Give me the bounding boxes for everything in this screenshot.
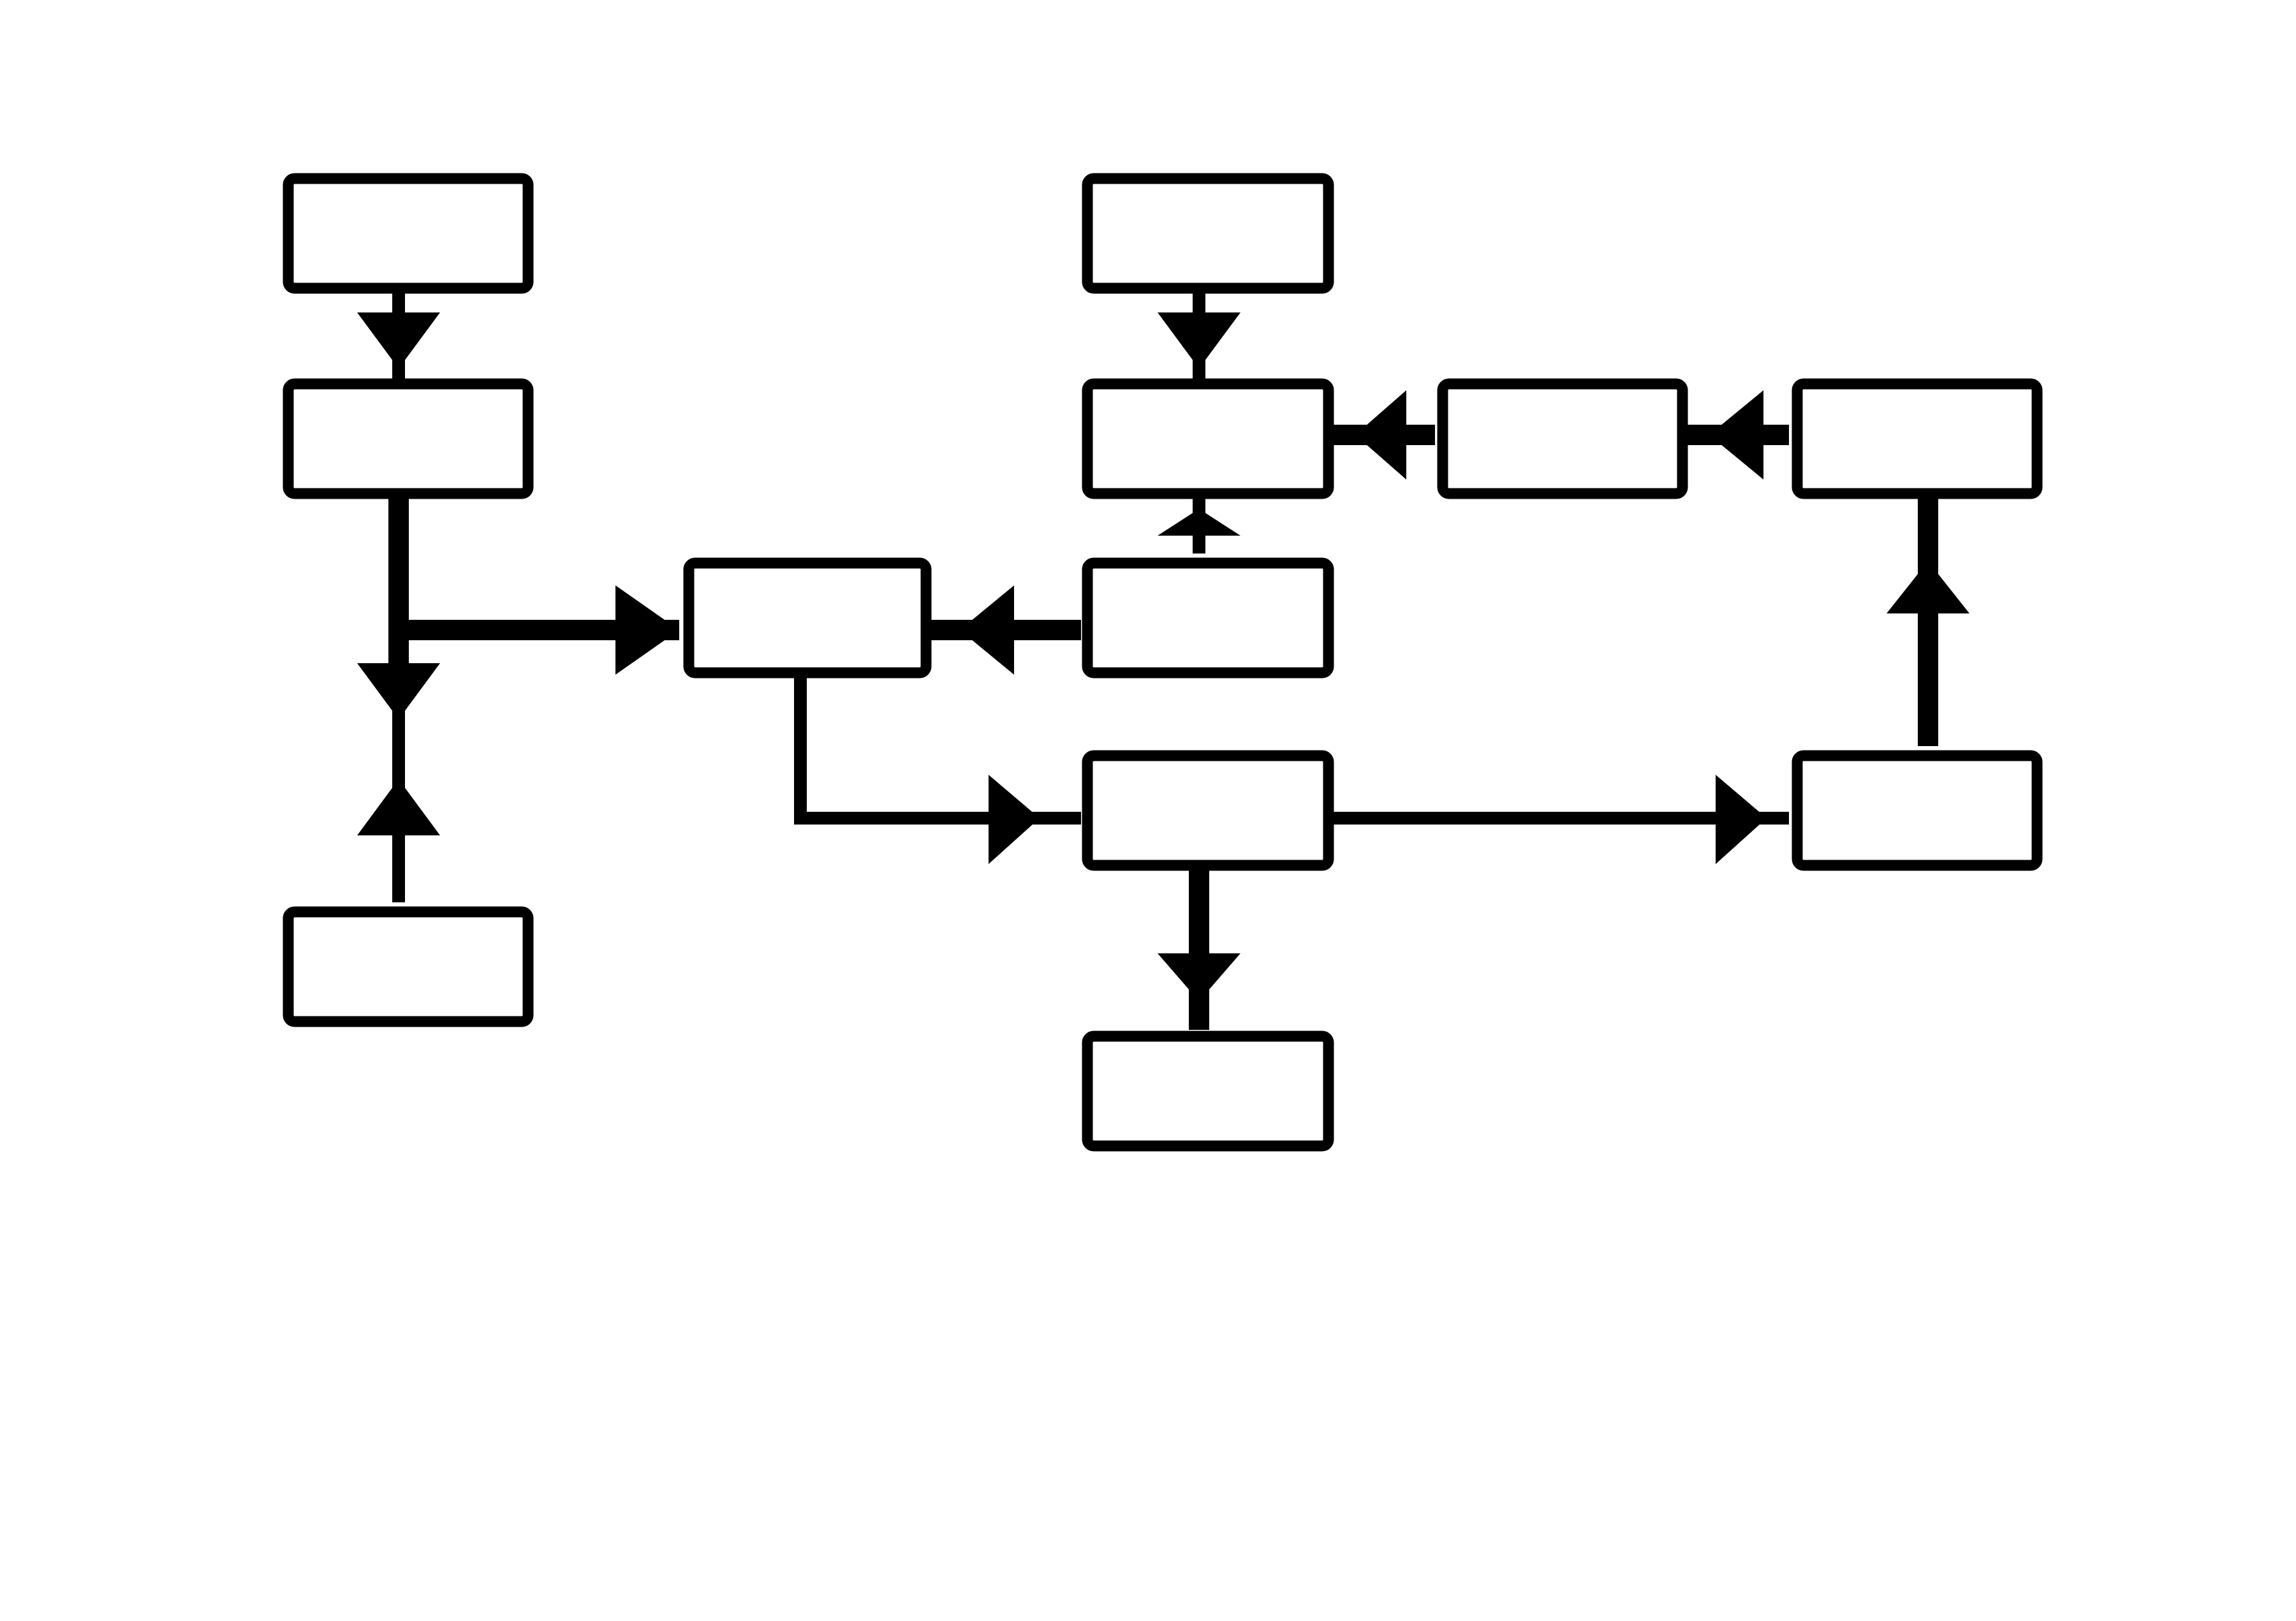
node-box [1792,378,2043,499]
nodes [283,173,2043,1152]
arrowhead-up-icon [1887,561,1969,613]
node-box [1792,750,2043,871]
arrowhead-down-icon [1158,953,1240,1001]
arrowhead-up-icon [1158,509,1240,536]
edge-n4-n7 [794,676,1081,825]
node-box [1082,557,1334,678]
arrowhead-right-icon [989,775,1040,864]
node-box [1082,750,1334,871]
arrowhead-left-icon [1709,390,1763,480]
arrowhead-left-icon [1355,390,1406,480]
node-box [683,557,932,678]
arrowhead-down-icon [357,312,440,369]
node-box [1082,378,1334,499]
arrowheads [357,312,1969,1001]
node-box [283,173,534,294]
node-box [283,906,534,1027]
arrowhead-down-icon [1158,312,1240,369]
arrowhead-right-icon [615,585,679,675]
node-box [1082,1031,1334,1152]
node-box [1082,173,1334,294]
node-box [1437,378,1688,499]
arrowhead-left-icon [960,585,1014,675]
node-box [283,378,534,499]
arrowhead-up-icon [357,779,440,835]
arrowhead-down-icon [357,663,440,719]
arrowhead-right-icon [1716,775,1767,864]
